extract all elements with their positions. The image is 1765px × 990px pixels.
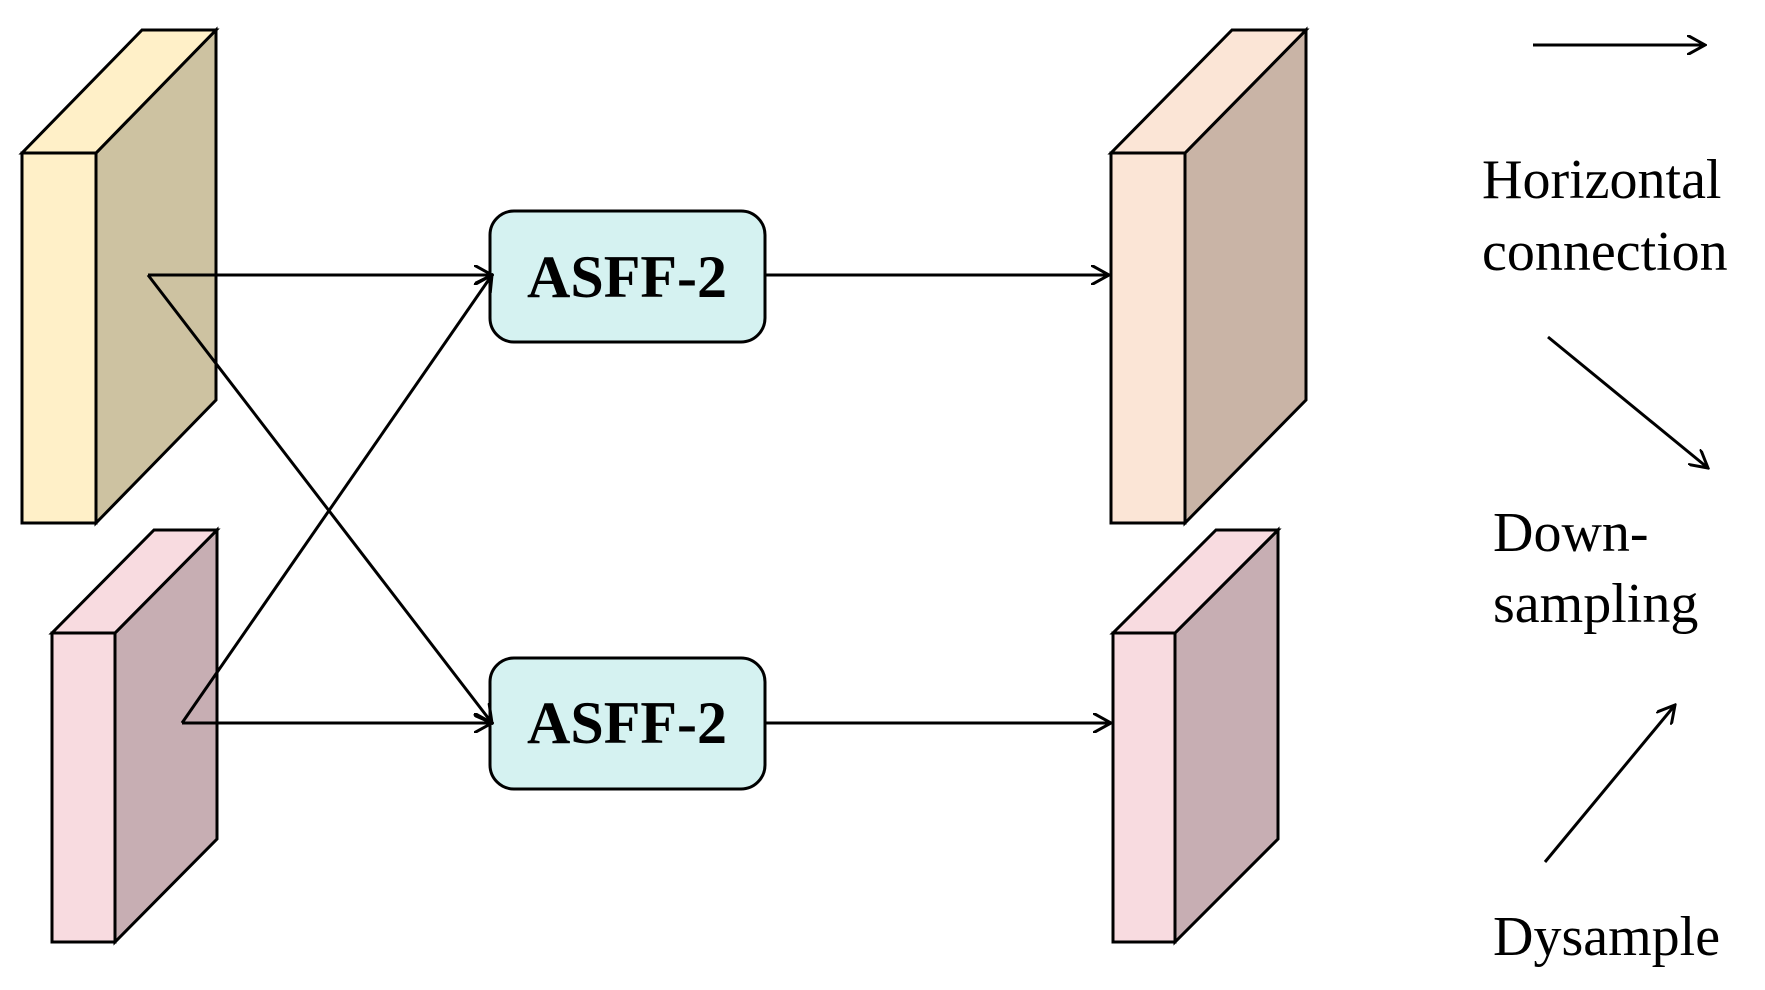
output-bottom-front-face [1111, 631, 1177, 944]
legend: Horizontal connection Down- sampling Dys… [1482, 45, 1728, 968]
asff-module-bottom-label: ASFF-2 [527, 690, 727, 756]
asff-module-top: ASFF-2 [488, 209, 767, 344]
connections [146, 274, 1111, 724]
asff-module-bottom: ASFF-2 [488, 656, 767, 791]
legend-horizontal-label-line2: connection [1482, 221, 1728, 283]
legend-downsampling-label-line1: Down- [1493, 502, 1649, 564]
input-bottom-front-face [50, 631, 117, 944]
arrow-input-bottom-to-asff-top [180, 275, 492, 724]
legend-horizontal-label-line1: Horizontal [1482, 149, 1721, 211]
legend-dysample-arrow [1543, 705, 1675, 863]
legend-downsampling-arrow [1547, 335, 1708, 468]
asff-module-top-label: ASFF-2 [527, 244, 727, 310]
legend-downsampling-label-line2: sampling [1493, 573, 1698, 635]
input-feature-map-bottom [48, 526, 221, 946]
output-feature-map-top [1107, 26, 1310, 527]
legend-dysample-label: Dysample [1493, 906, 1720, 968]
arrow-input-top-to-asff-bottom [146, 274, 492, 723]
input-top-front-face [20, 151, 98, 525]
output-feature-map-bottom [1109, 526, 1282, 946]
output-top-front-face [1109, 151, 1187, 525]
